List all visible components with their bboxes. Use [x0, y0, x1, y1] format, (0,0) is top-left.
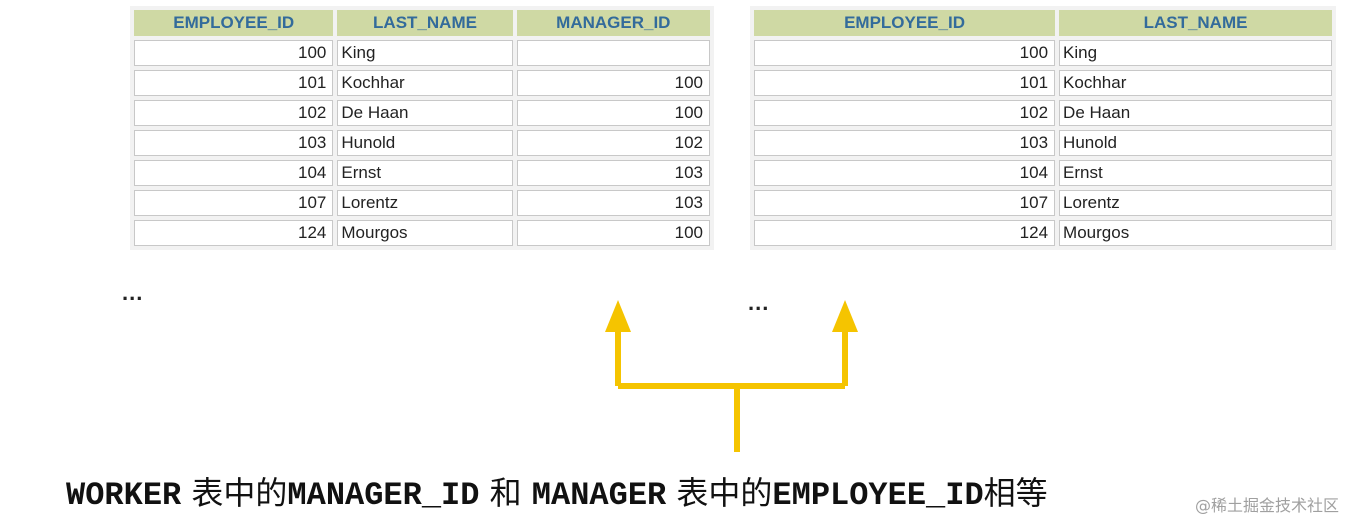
- caption-and: 和: [479, 474, 532, 512]
- cell-last-name: Kochhar: [1059, 70, 1332, 96]
- worker-header-manager-id: MANAGER_ID: [516, 10, 710, 36]
- cell-last-name: Hunold: [1059, 130, 1332, 156]
- worker-header-row: EMPLOYEE_ID LAST_NAME MANAGER_ID: [134, 10, 710, 36]
- cell-last-name: Ernst: [337, 160, 513, 186]
- caption-worker: WORKER: [66, 477, 182, 514]
- cell-employee-id: 102: [134, 100, 334, 126]
- cell-last-name: King: [1059, 40, 1332, 66]
- cell-manager-id: 100: [516, 70, 710, 96]
- cell-last-name: Ernst: [1059, 160, 1332, 186]
- worker-table: EMPLOYEE_ID LAST_NAME MANAGER_ID 100 Kin…: [130, 6, 714, 250]
- table-row: 101 Kochhar: [754, 70, 1332, 96]
- table-row: 124 Mourgos 100: [134, 220, 710, 246]
- caption-in-table-1: 表中的: [181, 474, 288, 512]
- table-row: 124 Mourgos: [754, 220, 1332, 246]
- table-row: 102 De Haan: [754, 100, 1332, 126]
- cell-last-name: Lorentz: [337, 190, 513, 216]
- manager-header-last-name: LAST_NAME: [1059, 10, 1332, 36]
- table-row: 104 Ernst 103: [134, 160, 710, 186]
- right-arrow-head-icon: [832, 300, 858, 332]
- cell-employee-id: 101: [754, 70, 1056, 96]
- cell-last-name: De Haan: [337, 100, 513, 126]
- table-row: 101 Kochhar 100: [134, 70, 710, 96]
- cell-manager-id: 100: [516, 100, 710, 126]
- table-row: 104 Ernst: [754, 160, 1332, 186]
- cell-employee-id: 100: [134, 40, 334, 66]
- cell-manager-id: 103: [516, 190, 710, 216]
- caption-in-table-2: 表中的: [666, 474, 773, 512]
- caption: WORKER 表中的MANAGER_ID 和 MANAGER 表中的EMPLOY…: [66, 468, 1048, 514]
- caption-employee-id: EMPLOYEE_ID: [772, 477, 984, 514]
- cell-employee-id: 102: [754, 100, 1056, 126]
- cell-last-name: Mourgos: [337, 220, 513, 246]
- cell-employee-id: 124: [754, 220, 1056, 246]
- worker-ellipsis: ...: [122, 280, 144, 305]
- manager-table: EMPLOYEE_ID LAST_NAME 100 King 101 Kochh…: [750, 6, 1336, 250]
- caption-manager: MANAGER: [531, 477, 667, 514]
- cell-employee-id: 104: [134, 160, 334, 186]
- cell-last-name: King: [337, 40, 513, 66]
- cell-employee-id: 103: [134, 130, 334, 156]
- cell-last-name: Mourgos: [1059, 220, 1332, 246]
- table-row: 103 Hunold 102: [134, 130, 710, 156]
- cell-manager-id: 103: [516, 160, 710, 186]
- worker-header-employee-id: EMPLOYEE_ID: [134, 10, 334, 36]
- cell-last-name: Kochhar: [337, 70, 513, 96]
- watermark: @稀土掘金技术社区: [1194, 496, 1339, 515]
- worker-header-last-name: LAST_NAME: [337, 10, 513, 36]
- table-row: 102 De Haan 100: [134, 100, 710, 126]
- caption-manager-id: MANAGER_ID: [287, 477, 480, 514]
- cell-employee-id: 107: [754, 190, 1056, 216]
- manager-header-employee-id: EMPLOYEE_ID: [754, 10, 1056, 36]
- left-arrow-head-icon: [605, 300, 631, 332]
- cell-manager-id: 100: [516, 220, 710, 246]
- table-row: 100 King: [754, 40, 1332, 66]
- cell-employee-id: 103: [754, 130, 1056, 156]
- cell-employee-id: 104: [754, 160, 1056, 186]
- cell-employee-id: 101: [134, 70, 334, 96]
- cell-last-name: De Haan: [1059, 100, 1332, 126]
- cell-last-name: Lorentz: [1059, 190, 1332, 216]
- cell-employee-id: 100: [754, 40, 1056, 66]
- table-row: 107 Lorentz 103: [134, 190, 710, 216]
- cell-employee-id: 107: [134, 190, 334, 216]
- cell-manager-id: 102: [516, 130, 710, 156]
- table-row: 100 King: [134, 40, 710, 66]
- cell-employee-id: 124: [134, 220, 334, 246]
- manager-header-row: EMPLOYEE_ID LAST_NAME: [754, 10, 1332, 36]
- cell-manager-id: [516, 40, 710, 66]
- cell-last-name: Hunold: [337, 130, 513, 156]
- table-row: 107 Lorentz: [754, 190, 1332, 216]
- table-row: 103 Hunold: [754, 130, 1332, 156]
- manager-ellipsis: ...: [748, 290, 770, 315]
- caption-equal: 相等: [983, 474, 1048, 512]
